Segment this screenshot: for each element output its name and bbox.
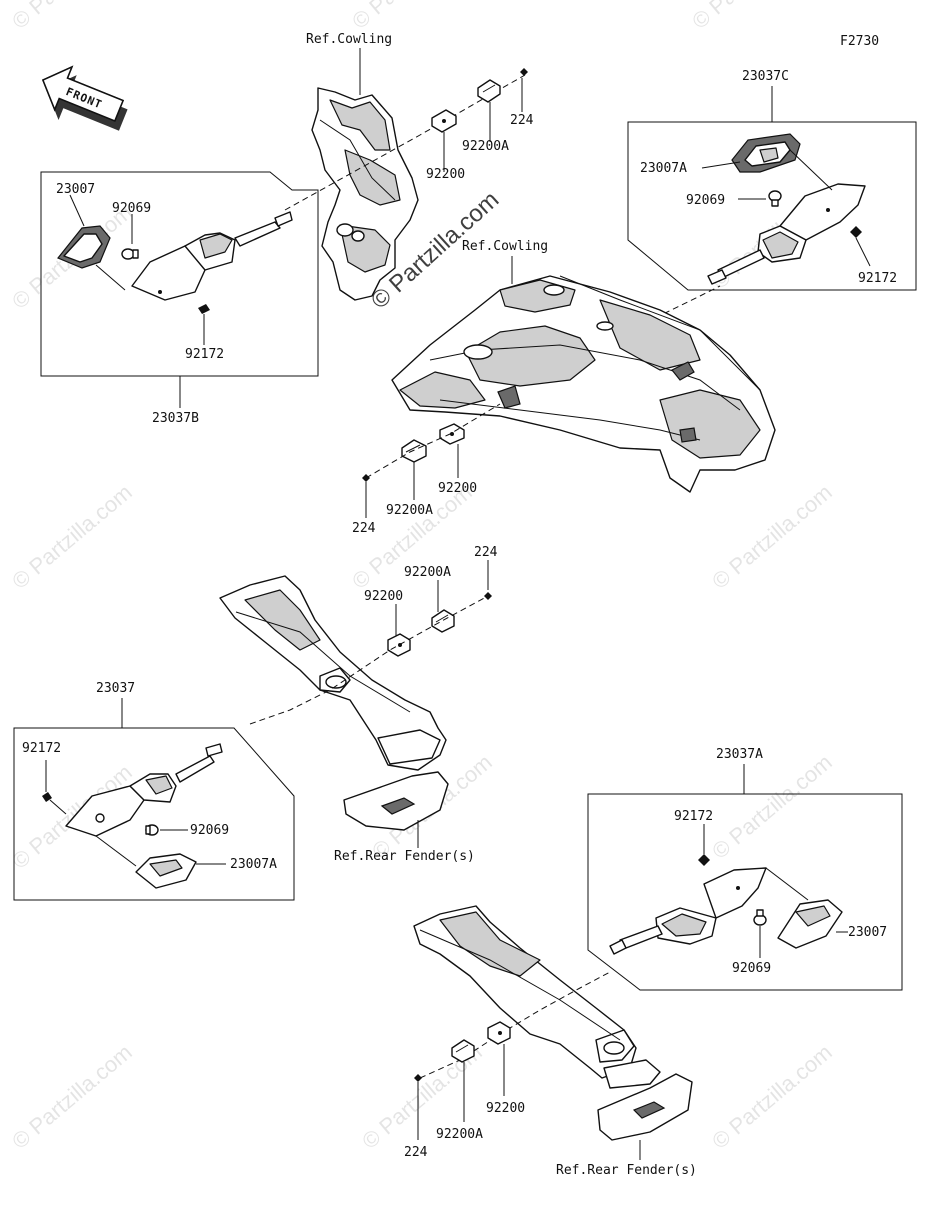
label-92172-rear-right: 92172 — [674, 809, 713, 824]
screw-92172-rear-left — [42, 792, 52, 802]
ref-rear-fender-left: Ref.Rear Fender(s) — [334, 849, 475, 864]
label-92200-rear-right: 92200 — [486, 1101, 525, 1116]
bracket-92200a-rear-left — [431, 609, 455, 633]
watermark-tile: © Partzilla.com — [347, 0, 477, 34]
label-92200a-top: 92200A — [462, 139, 509, 154]
label-92069-rear-left: 92069 — [190, 823, 229, 838]
ref-cowling-mid: Ref.Cowling — [462, 239, 548, 254]
bulb-92069-rear-right — [753, 909, 767, 926]
lens-23007-left — [57, 225, 111, 269]
bolt-224-rear-right — [414, 1074, 422, 1082]
fairing-cowling — [391, 275, 776, 493]
label-92200a-rear-left: 92200A — [404, 565, 451, 580]
lens-23007a-right — [731, 133, 801, 173]
assembly-23037: 23037 92172 92069 23007A — [13, 681, 295, 901]
label-224-top: 224 — [510, 113, 534, 128]
label-92069-left: 92069 — [112, 201, 151, 216]
label-92172-rear-left: 92172 — [22, 741, 61, 756]
signal-housing-left — [131, 211, 293, 301]
bracket-92200-rear-right — [487, 1021, 511, 1045]
label-23037b: 23037B — [152, 411, 199, 426]
signal-housing-rear-right — [609, 867, 767, 955]
ref-rear-fender-right: Ref.Rear Fender(s) — [556, 1163, 697, 1178]
label-224-rear-right: 224 — [404, 1145, 428, 1160]
label-23007a-right: 23007A — [640, 161, 687, 176]
label-224-mid: 224 — [352, 521, 376, 536]
bulb-92069-right — [768, 190, 782, 207]
watermark-tile: © Partzilla.com — [687, 0, 817, 34]
bulb-92069-rear-left — [145, 824, 159, 836]
ref-cowling-top: Ref.Cowling — [306, 32, 392, 47]
watermark-tile: © Partzilla.com — [707, 479, 837, 593]
rear-fender-bracket-left — [219, 575, 449, 831]
rear-fender-bracket-right — [413, 905, 693, 1141]
bracket-92200-top — [431, 109, 457, 133]
label-23007-rear-right: 23007 — [848, 925, 887, 940]
screw-92172-left — [198, 304, 210, 314]
label-92172-right: 92172 — [858, 271, 897, 286]
label-23007-left: 23007 — [56, 182, 95, 197]
bolt-224-top — [520, 68, 528, 76]
watermark-tile: © Partzilla.com — [7, 479, 137, 593]
label-92200-rear-left: 92200 — [364, 589, 403, 604]
bracket-92200-mid — [439, 423, 465, 445]
watermark-tile: © Partzilla.com — [7, 0, 137, 34]
label-23037c: 23037C — [742, 69, 789, 84]
assembly-23037a: 23037A 92172 92069 23007 — [587, 747, 903, 991]
bracket-92200a-top — [477, 79, 501, 103]
bulb-92069-left — [121, 248, 139, 260]
label-92200a-rear-right: 92200A — [436, 1127, 483, 1142]
cowling-bracket-top — [311, 87, 419, 301]
label-224-rear-left: 224 — [474, 545, 498, 560]
label-92172-left: 92172 — [185, 347, 224, 362]
bracket-92200-rear-left — [387, 633, 411, 657]
label-23007a-rear-left: 23007A — [230, 857, 277, 872]
assembly-23037b: 23007 92069 92172 23037B — [40, 171, 319, 426]
watermark-tile: © Partzilla.com — [7, 1039, 137, 1153]
screw-92172-right — [850, 226, 862, 238]
watermark-tile: © Partzilla.com — [707, 1039, 837, 1153]
label-92200a-mid: 92200A — [386, 503, 433, 518]
label-92200-top: 92200 — [426, 167, 465, 182]
label-92069-rear-right: 92069 — [732, 961, 771, 976]
lens-23007a-rear-left — [135, 853, 197, 889]
signal-housing-right — [707, 183, 866, 285]
figure-code: F2730 — [840, 34, 879, 49]
label-92069-right: 92069 — [686, 193, 725, 208]
bracket-92200a-mid — [401, 439, 427, 463]
front-arrow-icon: FRONT — [41, 65, 128, 131]
watermark-tile: © Partzilla.com — [707, 749, 837, 863]
screw-92172-rear-right — [698, 854, 710, 866]
label-92200-mid: 92200 — [438, 481, 477, 496]
label-23037a: 23037A — [716, 747, 763, 762]
lens-23007-rear-right — [777, 899, 843, 949]
bracket-92200a-rear-right — [451, 1039, 475, 1063]
assembly-23037c: 23037C 23007A 92069 92172 — [627, 69, 917, 291]
label-23037: 23037 — [96, 681, 135, 696]
